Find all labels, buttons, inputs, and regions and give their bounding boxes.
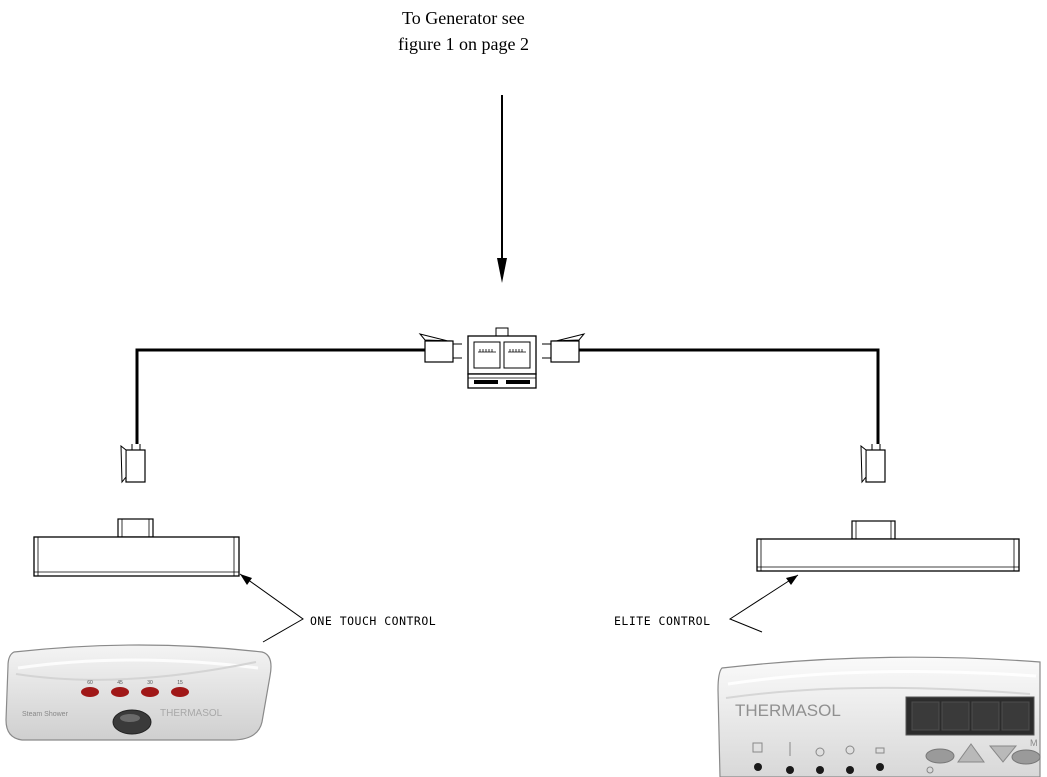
elite-brand: THERMASOL [735,701,841,720]
splitter-jack [467,327,537,389]
elite-indicator-row [754,763,884,774]
one-touch-control-front: 60 45 30 15 Steam Shower THERMASOL [5,644,272,741]
one-touch-steam-shower-text: Steam Shower [22,711,69,718]
one-touch-led-row: 60 45 30 15 [81,680,189,697]
led-label-15: 15 [177,680,183,686]
left-control-plug [120,444,146,484]
led-label-45: 45 [117,680,123,686]
elite-control-label: ELITE CONTROL [614,614,711,628]
elite-display [905,696,1035,736]
elite-control-side-view [756,520,1020,572]
one-touch-control-label: ONE TOUCH CONTROL [310,614,437,628]
left-cable [135,348,425,444]
one-touch-control-side-view [33,518,240,577]
left-cable-plug [418,333,462,363]
one-touch-brand: THERMASOL [160,708,223,719]
elite-leader [728,574,799,633]
elite-control-front: THERMASOL [717,656,1041,777]
right-cable [579,348,880,444]
one-touch-leader [239,573,304,643]
led-label-30: 30 [147,680,153,686]
right-control-plug [860,444,886,484]
led-label-60: 60 [87,680,93,686]
generator-note-line2: figure 1 on page 2 [398,34,529,54]
generator-note-line1: To Generator see [402,8,525,28]
elite-buttons: M [925,738,1041,774]
right-cable-plug [542,333,586,363]
generator-arrow [497,95,507,283]
elite-mode-key: M [1030,738,1038,748]
elite-indicator-icons [752,742,885,757]
